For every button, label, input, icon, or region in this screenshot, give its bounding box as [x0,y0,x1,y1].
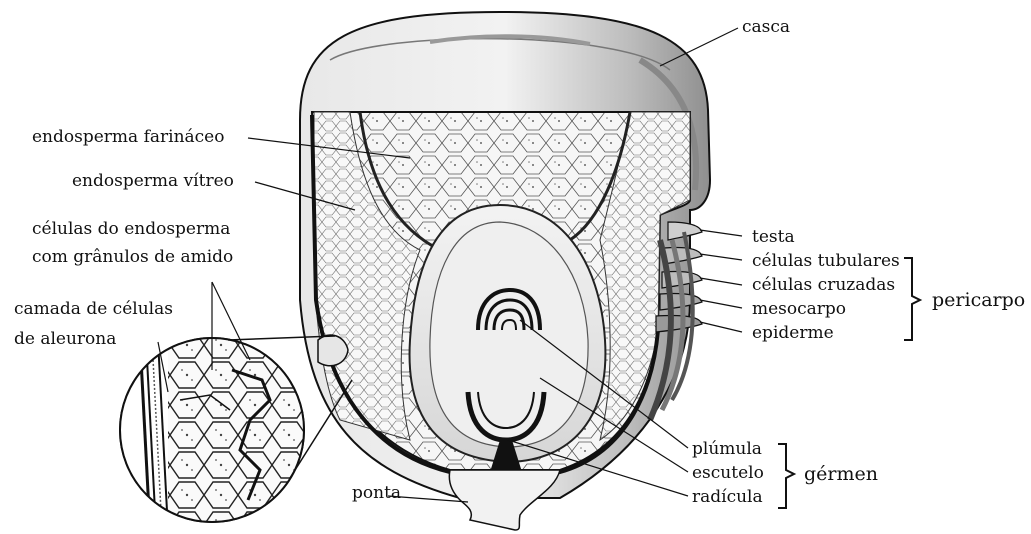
tip-ponta [449,470,560,530]
label-epiderme: epiderme [752,323,834,343]
label-celulas-endosperma-line1: células do endosperma [32,219,230,239]
label-plumula: plúmula [692,439,762,459]
label-mesocarpo: mesocarpo [752,299,846,319]
label-aleurona-line1: camada de células [14,299,173,319]
label-celulas-cruzadas: células cruzadas [752,275,895,295]
label-endosperma-vitreo: endosperma vítreo [72,171,234,191]
label-germen: gérmen [804,463,878,485]
label-radicula: radícula [692,487,763,507]
label-pericarpo: pericarpo [932,289,1025,311]
label-celulas-tubulares: células tubulares [752,251,900,271]
kernel [300,12,710,530]
label-testa: testa [752,227,795,247]
label-endosperma-farinaceo: endosperma farináceo [32,127,224,147]
brace-germen [778,444,794,508]
label-casca: casca [742,17,790,37]
label-escutelo: escutelo [692,463,764,483]
label-aleurona-line2: de aleurona [14,329,116,349]
label-ponta: ponta [352,483,401,503]
label-celulas-endosperma-line2: com grânulos de amido [32,247,233,267]
brace-pericarpo [904,258,920,340]
